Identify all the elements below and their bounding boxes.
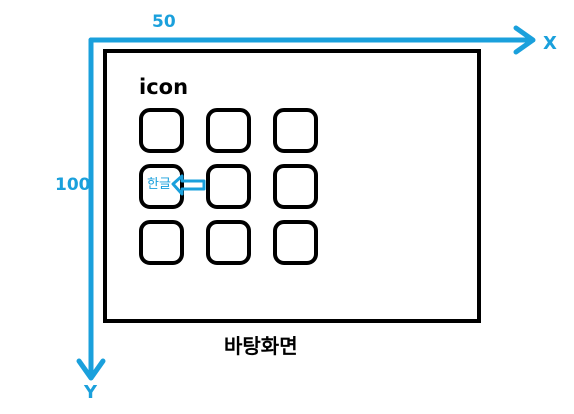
desktop-icon-r1-c1 — [139, 108, 184, 153]
icon-heading: icon — [139, 75, 189, 99]
selected-icon-label: 한글 — [147, 177, 171, 192]
desktop-icon-r2-c3 — [273, 164, 318, 209]
desktop-icon-r2-c1 — [139, 164, 184, 209]
desktop-icon-r3-c3 — [273, 220, 318, 265]
desktop-icon-r1-c3 — [273, 108, 318, 153]
x-coordinate-value: 50 — [152, 12, 176, 32]
x-axis-label: X — [543, 33, 557, 54]
y-axis-arrowhead — [76, 358, 106, 381]
desktop-screen-frame — [103, 49, 481, 323]
y-axis-label: Y — [84, 382, 98, 403]
desktop-icon-r1-c2 — [206, 108, 251, 153]
desktop-icon-r3-c1 — [139, 220, 184, 265]
arrow-left-icon — [171, 174, 206, 196]
x-axis — [88, 25, 536, 55]
y-axis — [76, 37, 106, 381]
desktop-icon-r3-c2 — [206, 220, 251, 265]
desktop-icon-r2-c2 — [206, 164, 251, 209]
x-axis-arrowhead — [513, 25, 536, 55]
y-coordinate-value: 100 — [55, 175, 91, 195]
desktop-caption: 바탕화면 — [224, 334, 298, 358]
icon-grid — [139, 108, 318, 265]
